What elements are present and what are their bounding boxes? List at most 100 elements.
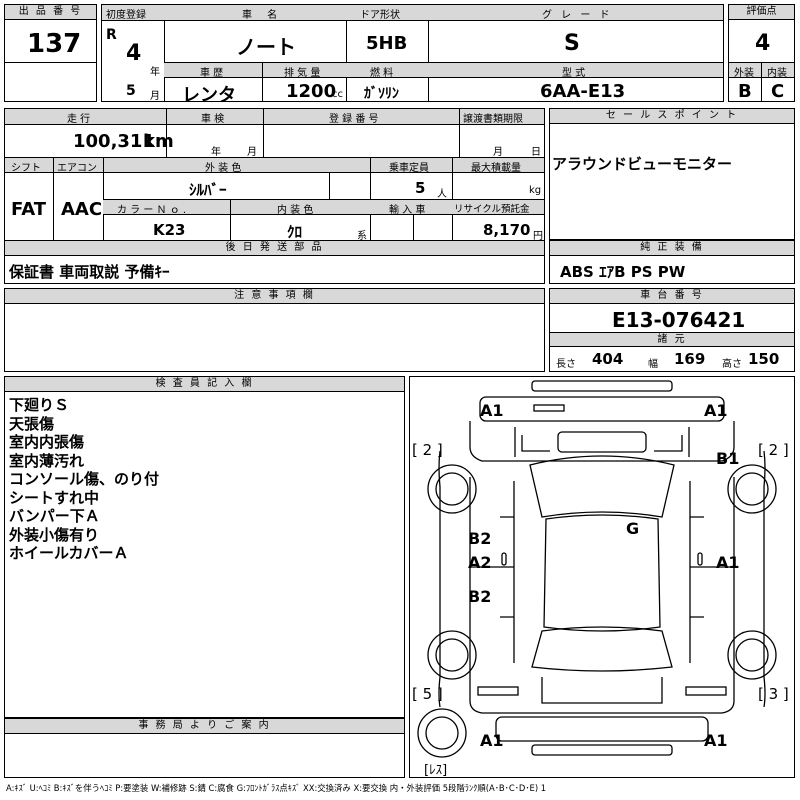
interior-color-unit: 系 <box>357 231 367 242</box>
width-label: 幅 <box>648 359 658 370</box>
inspection-year-unit: 年 <box>211 147 221 158</box>
chassis-box: 車 台 番 号 E13-076421 諸 元 長さ 404 幅 169 高さ 1… <box>549 288 795 372</box>
damage-mark: B1 <box>716 449 740 468</box>
inspector-notes: 下廻りＳ 天張傷 室内内張傷 室内薄汚れ コンソール傷、のり付 シートすれ中 バ… <box>9 396 159 563</box>
capacity-unit: 人 <box>437 189 447 200</box>
transfer-day-unit: 日 <box>531 147 541 158</box>
door-label: ドア形状 <box>360 10 400 21</box>
notes-box: 注 意 事 項 欄 <box>4 288 545 372</box>
inspector-note: 室内薄汚れ <box>9 451 85 470</box>
damage-mark: A1 <box>704 401 728 420</box>
displacement-label: 排 気 量 <box>284 68 321 79</box>
fuel-label: 燃 料 <box>370 68 394 79</box>
inspector-note: シートすれ中 <box>9 488 100 507</box>
legend: A:ｷｽﾞ U:ﾍｺﾐ B:ｷｽﾞを伴うﾍｺﾐ P:要塗装 W:補修跡 S:錆 … <box>6 783 547 793</box>
inspector-note: コンソール傷、のり付 <box>9 470 160 488</box>
inspector-box: 検 査 員 記 入 欄 下廻りＳ 天張傷 室内内張傷 室内薄汚れ コンソール傷、… <box>4 376 405 718</box>
score-label: 評価点 <box>729 5 794 20</box>
width: 169 <box>674 350 706 368</box>
transfer-month-unit: 月 <box>493 147 503 158</box>
inspector-label: 検 査 員 記 入 欄 <box>5 377 404 392</box>
vehicle-header-box: 初度登録 車 名 ドア形状 グ レ ー ド R 4 年 5 月 ノート 5HB … <box>101 4 724 106</box>
sales-point-box: セ ー ル ス ポ イ ン ト アラウンドビューモニター <box>549 108 795 240</box>
recycle-label: リサイクル預託金 <box>454 204 530 215</box>
first-reg-label: 初度登録 <box>106 10 146 21</box>
fuel: ｶﾞｿﾘﾝ <box>364 86 399 102</box>
first-reg-month: 5 <box>126 83 136 99</box>
interior-color: ｸﾛ <box>287 223 303 241</box>
month-unit: 月 <box>150 91 160 102</box>
interior-color-label: 内 装 色 <box>277 205 314 216</box>
tire-depth-front-right: [ 2 ] <box>758 441 789 459</box>
inspector-note: 天張傷 <box>9 414 55 433</box>
inspector-note: バンパー下Ａ <box>9 507 100 525</box>
max-load-label: 最大積載量 <box>471 163 521 174</box>
interior-label: 内装 <box>767 68 787 79</box>
inspector-note: 外装小傷有り <box>9 525 100 544</box>
tire-depth-rear-right: [ 3 ] <box>758 685 789 703</box>
damage-diagram: A1 A1 B1 G B2 A2 A1 B2 A1 A1 [ 2 ] [ 2 ]… <box>409 376 795 778</box>
capacity-label: 乗車定員 <box>389 163 429 174</box>
vehicle-history: レンタ <box>182 85 236 106</box>
later-parts: 保証書 車両取説 予備ｷｰ <box>9 263 170 281</box>
max-load-unit: kg <box>529 185 542 196</box>
year-unit: 年 <box>150 67 160 78</box>
damage-mark: B2 <box>468 529 492 548</box>
equipment-text: ABS ｴｱB PS PW <box>560 263 686 281</box>
inspector-note: ホイールカバーＡ <box>9 544 129 562</box>
door-type: 5HB <box>366 33 408 54</box>
grade-label: グ レ ー ド <box>542 10 613 21</box>
height: 150 <box>748 350 780 368</box>
era-mark: R <box>106 27 117 43</box>
sales-point-label: セ ー ル ス ポ イ ン ト <box>550 109 794 124</box>
model-code: 6AA-E13 <box>540 81 626 102</box>
damage-mark: G <box>626 519 640 538</box>
equipment-box: 純 正 装 備 ABS ｴｱB PS PW <box>549 240 795 284</box>
later-parts-label: 後 日 発 送 部 品 <box>5 241 544 256</box>
notes-label: 注 意 事 項 欄 <box>5 289 544 304</box>
displacement-unit: cc <box>332 89 343 100</box>
displacement: 1200 <box>286 81 337 102</box>
reg-no-label: 登 録 番 号 <box>329 114 379 125</box>
lot-number-label: 出 品 番 号 <box>5 5 96 20</box>
score-box: 評価点 4 外装 内装 B C <box>728 4 795 102</box>
interior-grade: C <box>771 81 785 102</box>
mileage-unit: km <box>143 131 174 152</box>
shift-label: シフト <box>11 163 41 174</box>
damage-mark: A1 <box>704 731 728 750</box>
damage-mark: A1 <box>480 401 504 420</box>
damage-mark: A2 <box>468 553 492 572</box>
exterior-grade: B <box>738 81 752 102</box>
inspector-note: 下廻りＳ <box>9 396 70 414</box>
ac-label: エアコン <box>57 163 97 174</box>
first-reg-year: 4 <box>126 41 142 66</box>
color-label: 外 装 色 <box>205 163 242 174</box>
length: 404 <box>592 350 624 368</box>
exterior-color: ｼﾙﾊﾞｰ <box>189 181 227 199</box>
tire-depth-rear-left: [ 5 ] <box>412 685 443 703</box>
car-name-label: 車 名 <box>242 10 284 21</box>
dims-label: 諸 元 <box>550 333 794 347</box>
height-label: 高さ <box>722 359 742 370</box>
sales-point-text: アラウンドビューモニター <box>552 155 733 173</box>
spare-tire-label: [ﾚｽ] <box>424 763 448 778</box>
chassis-number: E13-076421 <box>612 308 746 332</box>
recycle-unit: 円 <box>533 231 543 242</box>
mileage-label: 走 行 <box>67 114 91 125</box>
equipment-label: 純 正 装 備 <box>550 241 794 256</box>
score: 4 <box>755 31 771 56</box>
ac-type: AAC <box>61 199 103 220</box>
inspection-label: 車 検 <box>201 114 225 125</box>
details-box: 走 行 車 検 登 録 番 号 譲渡書類期限 100,311 km 年 月 月 … <box>4 108 545 284</box>
lot-number: 137 <box>27 29 82 59</box>
car-outline <box>417 380 777 758</box>
inspector-note: 室内内張傷 <box>9 433 85 451</box>
office-label: 事 務 局 よ り ご 案 内 <box>5 719 404 734</box>
history-label: 車 歴 <box>200 68 224 79</box>
grade: S <box>564 31 580 56</box>
tire-depth-front-left: [ 2 ] <box>412 441 443 459</box>
office-box: 事 務 局 よ り ご 案 内 <box>4 718 405 778</box>
color-no: K23 <box>153 221 186 239</box>
recycle-fee: 8,170 <box>483 221 531 239</box>
exterior-label: 外装 <box>734 68 754 79</box>
